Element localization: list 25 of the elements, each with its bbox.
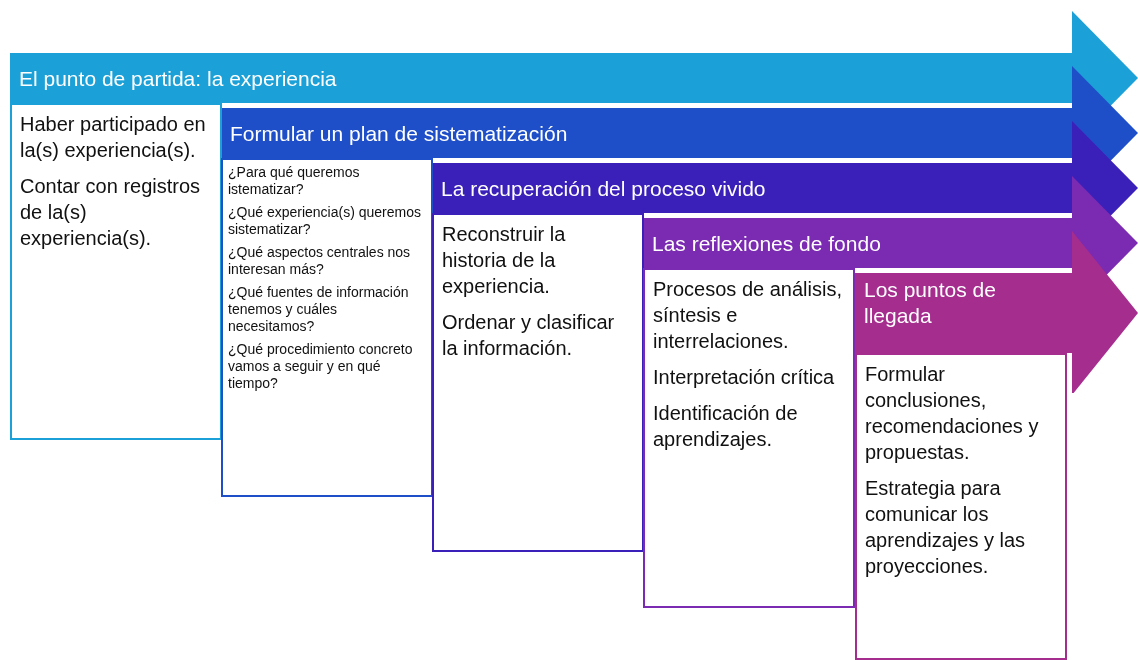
text-box	[643, 268, 855, 608]
item-text: Formular conclusiones, recomendaciones y propuestas.	[865, 362, 1040, 465]
text-box	[221, 158, 433, 497]
stage-title: Los puntos de llegada	[864, 277, 997, 329]
item-text: ¿Qué experiencia(s) queremos sistematizar?	[228, 204, 422, 238]
arrow-band	[855, 273, 1072, 353]
item-text: Procesos de análisis, síntesis e interrelaciones.	[653, 277, 843, 354]
stage-title: Las reflexiones de fondo	[652, 231, 882, 257]
item-text: Haber participado en la(s) experiencia(s).	[20, 112, 207, 163]
item-text: Interpretación crítica	[653, 365, 836, 390]
text-box	[855, 353, 1067, 660]
item-text: ¿Qué procedimiento concreto vamos a seguir y en qué tiempo?	[228, 341, 414, 392]
item-text: ¿Qué aspectos centrales nos interesan más?	[228, 244, 412, 278]
item-text: Ordenar y clasificar la información.	[442, 310, 616, 361]
item-text: Identificación de aprendizajes.	[653, 401, 799, 452]
item-text: ¿Para qué queremos istematizar?	[228, 164, 361, 198]
text-box	[10, 103, 222, 440]
item-text: Reconstruir la historia de la experiencia.	[442, 222, 567, 299]
item-text: Estrategia para comunicar los aprendizajes y las proyecciones.	[865, 476, 1027, 579]
item-text: ¿Qué fuentes de información tenemos y cuáles necesitamos?	[228, 284, 410, 335]
item-text: Contar con registros de la(s) experiencia(s).	[20, 174, 202, 251]
text-box	[432, 213, 644, 552]
stage-title: El punto de partida: la experiencia	[19, 66, 338, 92]
stage-title: La recuperación del proceso vivido	[441, 176, 767, 202]
stage-title: Formular un plan de sistematización	[230, 121, 569, 147]
